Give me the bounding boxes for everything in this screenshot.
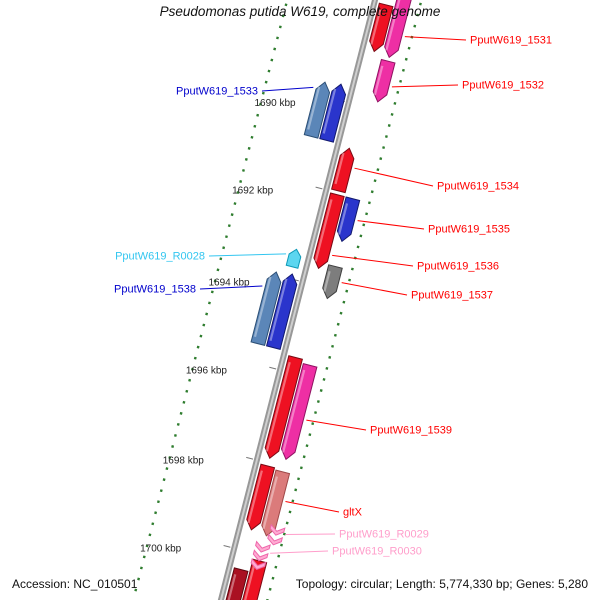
- label-line: [404, 36, 467, 41]
- gene-arrow-PputW619_1536[interactable]: [312, 192, 345, 270]
- label-line: [391, 84, 459, 88]
- ruler-label: 1692 kbp: [232, 185, 274, 196]
- gene-arrow-PputW619_1538b[interactable]: [265, 272, 299, 350]
- gene-arrow-shine: [323, 270, 331, 292]
- gene-label-PputW619_1532[interactable]: PputW619_1532: [462, 80, 544, 92]
- gene-arrow-PputW619_1534[interactable]: [330, 147, 357, 194]
- gene-arrow-PputW619_1533a[interactable]: [303, 80, 331, 139]
- gene-arrow-shine: [265, 361, 291, 452]
- gene-arrow-PputW619_1538a[interactable]: [250, 270, 283, 347]
- gene-arrow-shine: [370, 9, 382, 45]
- topology-text: Topology: circular; Length: 5,774,330 bp…: [295, 577, 588, 591]
- gene-label-PputW619_1534[interactable]: PputW619_1534: [437, 181, 519, 193]
- trna-arrow-PputW619_R0029[interactable]: [267, 533, 284, 546]
- gene-arrow-shine: [247, 470, 263, 524]
- gene-label-PputW619_1536[interactable]: PputW619_1536: [417, 261, 499, 273]
- trna-arrow-PputW619_R0030[interactable]: [250, 557, 267, 571]
- gene-label-PputW619_1535[interactable]: PputW619_1535: [428, 224, 510, 236]
- gene-arrow-PputW619_1537[interactable]: [320, 264, 343, 300]
- gene-arrow-shine: [262, 476, 278, 530]
- gene-arrow-shine: [253, 276, 272, 338]
- gene-arrow-shine: [373, 65, 384, 96]
- ruler-tick: [269, 366, 277, 370]
- gene-arrow-shine: [282, 369, 306, 453]
- label-line: [208, 253, 287, 257]
- gene-arrow-bottom-red-a[interactable]: [234, 558, 268, 600]
- ruler-tick: [315, 186, 323, 190]
- gene-arrow-PputW619_1531[interactable]: [382, 0, 413, 59]
- label-line: [199, 285, 263, 290]
- gene-label-PputW619_1538[interactable]: PputW619_1538: [114, 284, 196, 296]
- gene-arrow-shine: [334, 152, 345, 185]
- gene-label-PputW619_R0029[interactable]: PputW619_R0029: [339, 529, 429, 541]
- ruler-label: 1690 kbp: [254, 98, 296, 109]
- label-line: [341, 282, 408, 296]
- ruler-tick: [246, 456, 254, 460]
- ruler-label: 1696 kbp: [186, 365, 228, 376]
- label-line: [285, 500, 340, 513]
- gene-arrow-shine: [314, 199, 333, 262]
- gene-label-PputW619_1531[interactable]: PputW619_1531: [470, 35, 552, 47]
- gene-arrow-shine: [385, 0, 401, 51]
- page-title: Pseudomonas putida W619, complete genome: [159, 4, 441, 19]
- gene-label-PputW619_1533[interactable]: PputW619_1533: [176, 86, 258, 98]
- genome-backbone-highlight: [214, 0, 381, 600]
- gene-label-PputW619_R0028[interactable]: PputW619_R0028: [115, 251, 205, 263]
- gene-arrow-shine: [237, 565, 256, 600]
- accession-text: Accession: NC_010501: [12, 577, 138, 591]
- ruler-tick: [223, 544, 231, 548]
- gene-label-PputW619_1539[interactable]: PputW619_1539: [370, 425, 452, 437]
- gene-arrow-PputW619_1533b[interactable]: [319, 82, 348, 143]
- ruler-label: 1700 kbp: [140, 544, 182, 555]
- ruler-label: 1698 kbp: [163, 456, 205, 467]
- label-line: [357, 220, 425, 230]
- label-line: [261, 86, 314, 92]
- gene-arrow-PputW619_1539b[interactable]: [279, 362, 318, 461]
- label-line: [332, 254, 414, 267]
- label-line: [306, 419, 367, 431]
- gene-arrow-shine: [269, 278, 288, 341]
- trna-arrow-PputW619_R0030[interactable]: [252, 549, 269, 562]
- gene-label-PputW619_1537[interactable]: PputW619_1537: [411, 290, 493, 302]
- trna-arrow-PputW619_R0030[interactable]: [254, 540, 271, 554]
- gene-label-PputW619_R0030[interactable]: PputW619_R0030: [332, 546, 422, 558]
- gene-arrow-shine: [219, 574, 237, 600]
- ruler-label: 1694 kbp: [208, 277, 250, 288]
- gene-arrow-shine: [307, 86, 321, 130]
- gene-arrow-PputW619_1535[interactable]: [335, 196, 361, 243]
- gene-arrow-shine: [338, 203, 349, 235]
- gene-arrow-PputW619_1532[interactable]: [371, 58, 396, 103]
- label-line: [270, 550, 329, 554]
- gene-arrow-gltX-b[interactable]: [260, 469, 291, 537]
- gene-arrow-PputW619_R0028[interactable]: [285, 248, 302, 269]
- gene-arrow-gltX-a[interactable]: [245, 463, 276, 531]
- gene-arrow-top-red[interactable]: [367, 2, 394, 53]
- label-line: [354, 167, 434, 187]
- gene-arrow-PputW619_1539a[interactable]: [263, 355, 303, 460]
- gene-arrow-bottom-red-b[interactable]: [216, 567, 249, 600]
- trna-arrow-PputW619_R0029[interactable]: [269, 523, 286, 537]
- gene-arrow-shine: [322, 88, 337, 134]
- status-bar: Accession: NC_010501 Topology: circular;…: [0, 577, 600, 591]
- gene-label-gltX[interactable]: gltX: [343, 507, 363, 519]
